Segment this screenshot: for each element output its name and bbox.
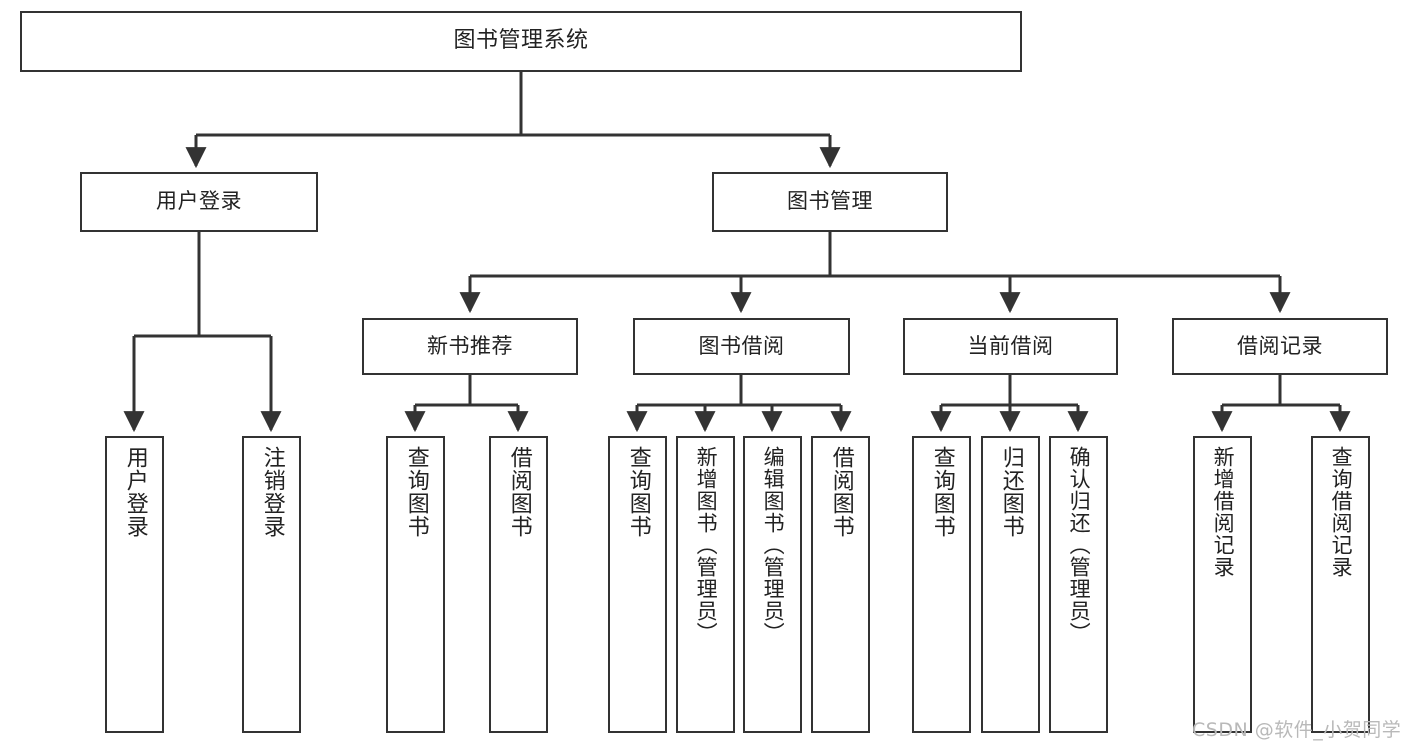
node-leaf-query-borrow-record[interactable]: 查询借阅记录	[1311, 436, 1370, 733]
node-user-login[interactable]: 用户登录	[80, 172, 318, 232]
node-leaf-confirm-return-admin[interactable]: 确认归还（管理员）	[1049, 436, 1108, 733]
node-label: 查询图书	[403, 446, 429, 538]
watermark-text: CSDN @软件_小贺同学	[1192, 719, 1402, 741]
node-label: 查询图书	[625, 446, 651, 538]
node-label: 查询借阅记录	[1329, 446, 1354, 578]
node-label: 图书管理系统	[453, 28, 589, 54]
node-label: 新增借阅记录	[1211, 446, 1236, 578]
node-label: 新增图书（管理员）	[694, 446, 719, 644]
node-label: 借阅图书	[506, 446, 532, 538]
node-leaf-query-book-1[interactable]: 查询图书	[386, 436, 445, 733]
node-leaf-borrow-book-1[interactable]: 借阅图书	[489, 436, 548, 733]
node-root-system[interactable]: 图书管理系统	[20, 11, 1022, 72]
node-leaf-query-book-2[interactable]: 查询图书	[608, 436, 667, 733]
node-leaf-query-book-3[interactable]: 查询图书	[912, 436, 971, 733]
node-leaf-logout[interactable]: 注销登录	[242, 436, 301, 733]
node-label: 当前借阅	[967, 333, 1054, 358]
node-label: 注销登录	[259, 446, 285, 538]
node-borrow-record[interactable]: 借阅记录	[1172, 318, 1388, 375]
node-label: 用户登录	[122, 446, 148, 538]
node-leaf-add-borrow-record[interactable]: 新增借阅记录	[1193, 436, 1252, 733]
node-leaf-return-book[interactable]: 归还图书	[981, 436, 1040, 733]
node-label: 图书管理	[787, 189, 873, 214]
node-leaf-edit-book-admin[interactable]: 编辑图书（管理员）	[743, 436, 802, 733]
node-leaf-borrow-book-2[interactable]: 借阅图书	[811, 436, 870, 733]
node-label: 归还图书	[998, 446, 1024, 538]
node-label: 用户登录	[156, 189, 242, 214]
node-label: 借阅记录	[1237, 333, 1323, 358]
node-book-borrow[interactable]: 图书借阅	[633, 318, 850, 375]
node-label: 确认归还（管理员）	[1067, 446, 1092, 644]
node-label: 图书借阅	[698, 333, 785, 358]
node-leaf-user-login[interactable]: 用户登录	[105, 436, 164, 733]
node-new-book-recommendation[interactable]: 新书推荐	[362, 318, 578, 375]
node-book-management[interactable]: 图书管理	[712, 172, 948, 232]
node-label: 编辑图书（管理员）	[761, 446, 786, 644]
node-label: 新书推荐	[427, 333, 513, 358]
node-leaf-add-book-admin[interactable]: 新增图书（管理员）	[676, 436, 735, 733]
node-label: 借阅图书	[828, 446, 854, 538]
node-current-borrow[interactable]: 当前借阅	[903, 318, 1118, 375]
node-label: 查询图书	[929, 446, 955, 538]
